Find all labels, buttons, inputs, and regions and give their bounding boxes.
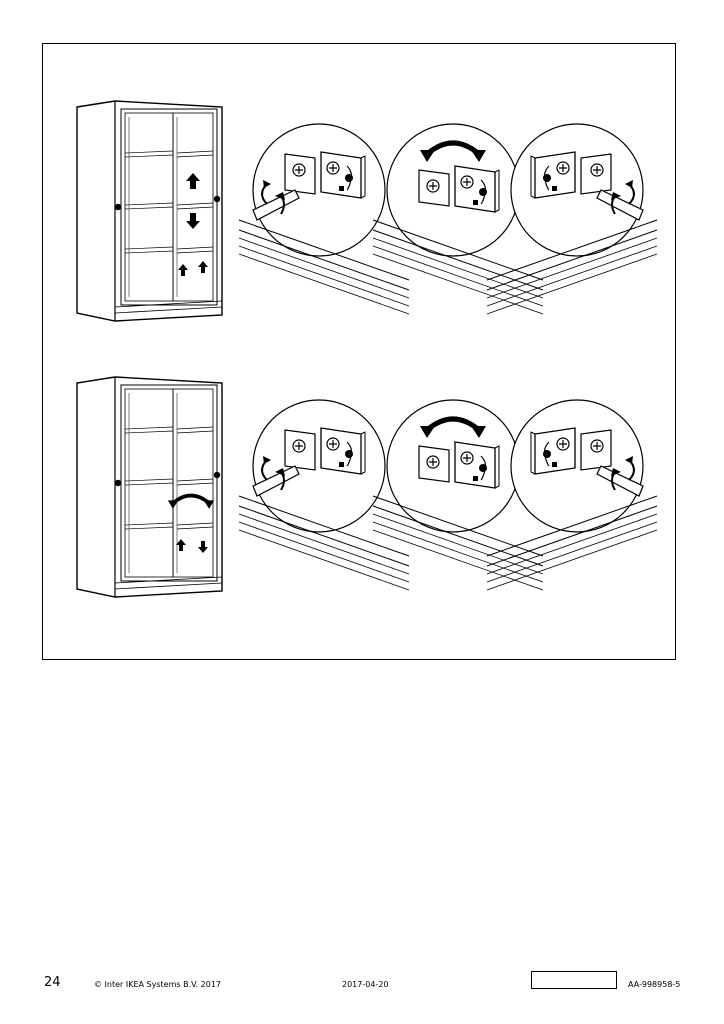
assembly-illustration (76, 100, 677, 598)
copyright-text: © Inter IKEA Systems B.V. 2017 (94, 980, 221, 989)
step-2 (76, 376, 657, 598)
illustration-frame (42, 43, 676, 660)
empty-label-box (531, 971, 617, 989)
detail-circle-screw-left (239, 124, 409, 314)
document-date: 2017-04-20 (342, 980, 389, 989)
wardrobe-step-2 (76, 376, 223, 598)
detail-circle-screw-left (239, 400, 409, 590)
page-number: 24 (44, 975, 61, 990)
page-footer: 24 © Inter IKEA Systems B.V. 2017 2017-0… (0, 970, 724, 1000)
document-id: AA-998958-5 (628, 980, 681, 989)
wardrobe-step-1 (76, 100, 223, 322)
step-1 (76, 100, 657, 322)
